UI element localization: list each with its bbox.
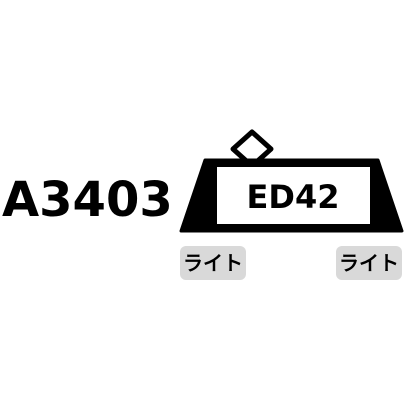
product-code: A3403 xyxy=(2,172,173,228)
light-badge-right: ライト xyxy=(336,246,402,280)
locomotive-model-label: ED42 xyxy=(247,178,340,216)
light-badge-left: ライト xyxy=(180,246,246,280)
locomotive-panel xyxy=(215,165,372,226)
